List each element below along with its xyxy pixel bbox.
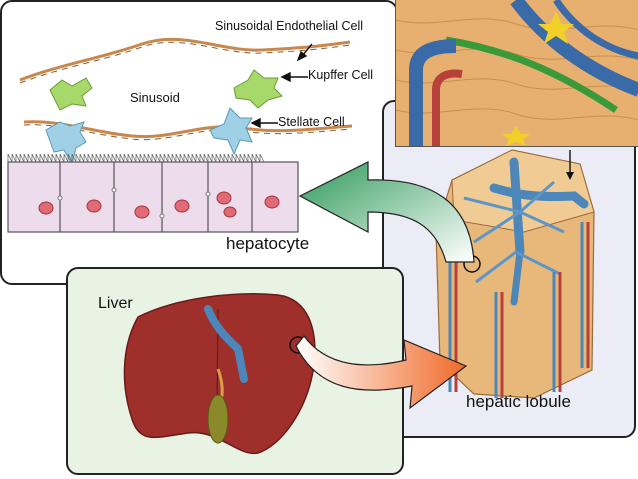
liver-illustration xyxy=(123,293,316,455)
kupffer-cell-label: Kupffer Cell xyxy=(308,68,374,82)
hepatocyte-nucleus xyxy=(86,199,102,213)
central-vein xyxy=(489,157,589,257)
liver-panel: Liver xyxy=(66,267,404,475)
sinusoid-label: Sinusoid xyxy=(130,90,180,105)
sinusoidal-endothelial-cell-label: Sinusoidal Endothelial Cell xyxy=(215,19,364,33)
artery-red xyxy=(432,69,463,146)
hepatic-lobule-illustration xyxy=(435,149,595,399)
hepatocyte-nucleus xyxy=(134,205,150,219)
stellate-cell-right xyxy=(209,107,253,156)
hepatocyte-nucleus xyxy=(223,206,237,218)
hepatic-lobule-label: hepatic lobule xyxy=(466,392,571,411)
hepatocyte-nucleus xyxy=(216,191,232,205)
gallbladder xyxy=(207,394,229,444)
portal-vein xyxy=(204,305,248,383)
kupffer-cell-left xyxy=(49,77,93,111)
kupffer-cell-right xyxy=(233,69,283,109)
sinusoid-illustration xyxy=(7,37,353,233)
pointer-arrows xyxy=(250,43,313,129)
lobule-detail-inset xyxy=(395,0,638,147)
bile-duct-green xyxy=(445,36,618,113)
endothelial-lining-upper xyxy=(19,37,351,82)
hepatocyte-nucleus xyxy=(174,199,190,213)
stellate-cell-label: Stellate Cell xyxy=(278,115,345,129)
liver-label: Liver xyxy=(98,295,133,312)
hepatocyte-label: hepatocyte xyxy=(226,234,310,253)
hepatocyte-nucleus xyxy=(264,195,280,209)
hepatic-lobule-panel: hepatic lobule xyxy=(382,100,636,438)
vein-blue xyxy=(409,0,638,146)
sinusoid-panel: Sinusoidal Endothelial Cell Kupffer Cell… xyxy=(0,0,398,285)
stellate-cell-left xyxy=(45,121,87,166)
hepatocyte-nucleus xyxy=(38,201,54,215)
hepatocyte-row xyxy=(7,153,299,233)
